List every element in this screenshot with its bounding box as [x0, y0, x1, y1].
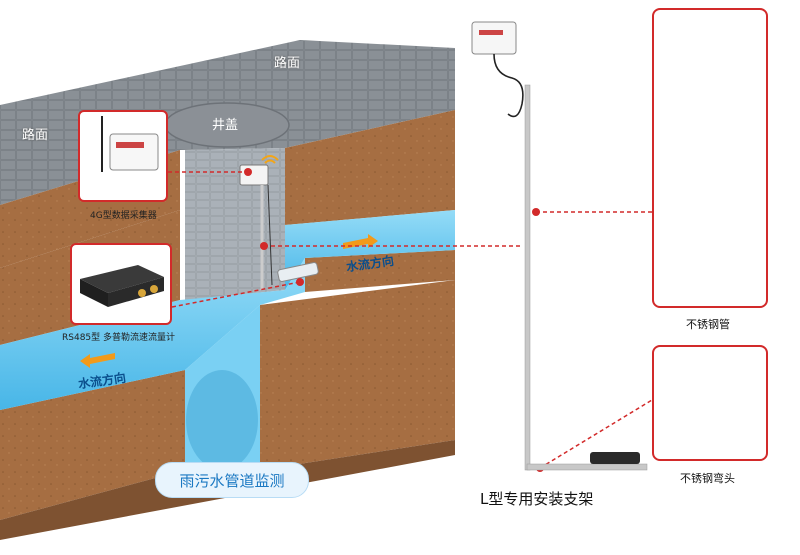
flowmeter-card [70, 243, 172, 325]
wifi-icon [261, 155, 279, 164]
bracket-cable [493, 53, 524, 118]
bracket-horizontal-pipe [526, 463, 648, 471]
manhole-cover-label: 井盖 [212, 118, 239, 133]
flowmeter-label: RS485型 多普勒流速流量计 [62, 333, 176, 343]
pipe-label: 不锈钢管 [686, 318, 730, 331]
manhole-shaft [185, 148, 285, 300]
bracket-collector [471, 21, 517, 55]
marker-collector [244, 168, 252, 176]
soil-right-mid [305, 250, 455, 292]
bracket-sensor [590, 452, 640, 464]
elbow-label: 不锈钢弯头 [680, 472, 735, 485]
water-upper-right [285, 210, 455, 290]
elbow-card [652, 345, 768, 461]
soil-lower-right [260, 280, 455, 470]
collector-label: 4G型数据采集器 [90, 211, 157, 221]
flowmeter-device-image [80, 265, 164, 307]
road-label-top: 路面 [274, 56, 301, 71]
soil-right-upper [285, 110, 455, 225]
shaft-cable [267, 184, 273, 286]
marker-shaft [260, 242, 268, 250]
flow-arrow-left-icon [80, 353, 115, 368]
bracket-title: L型专用安装支架 [480, 490, 594, 508]
pipe-card [652, 8, 768, 308]
collector-device-image [101, 116, 159, 172]
bracket-collector-logo [479, 30, 503, 35]
marker-pipe [532, 208, 540, 216]
leader-flowmeter [171, 281, 301, 308]
water-drop [185, 305, 260, 470]
marker-flowmeter [296, 278, 304, 286]
leader-elbow [539, 399, 653, 469]
pipe-opening [186, 370, 258, 470]
road-label-left: 路面 [22, 128, 49, 143]
shaft-collector [239, 164, 269, 186]
shaft-sensor [277, 262, 319, 282]
collector-card [78, 110, 168, 202]
bracket-vertical-pipe [524, 84, 531, 471]
system-title: 雨污水管道监测 [155, 462, 309, 498]
